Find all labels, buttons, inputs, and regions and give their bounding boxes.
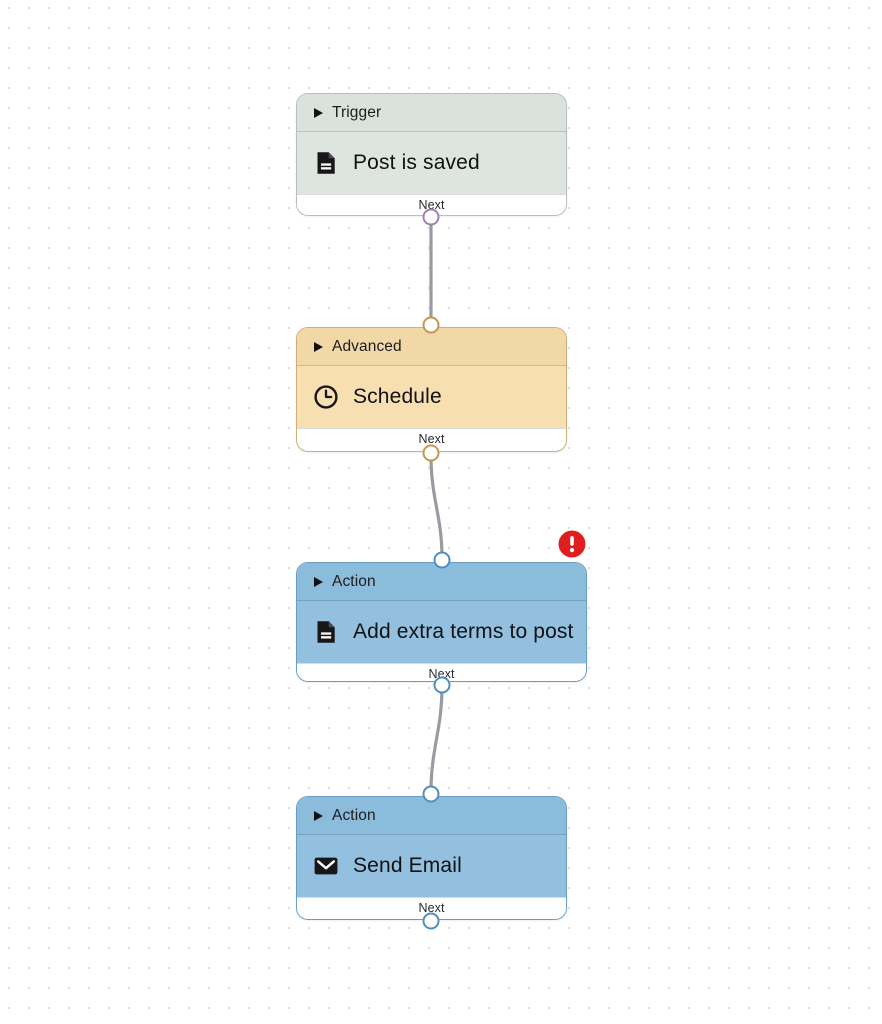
port-advanced-out[interactable]	[422, 444, 440, 462]
node-title: Send Email	[353, 854, 462, 877]
node-title: Add extra terms to post	[353, 620, 574, 643]
node-header-trigger-post-is-saved[interactable]: Trigger	[297, 94, 566, 132]
port-action-terms-out[interactable]	[433, 676, 451, 694]
node-footer-trigger-post-is-saved[interactable]: Next	[297, 194, 566, 215]
error-exclamation-icon	[558, 530, 586, 558]
node-type-label: Trigger	[332, 103, 382, 121]
envelope-icon	[314, 857, 338, 875]
node-header-action-send-email[interactable]: Action	[297, 797, 566, 835]
node-title: Post is saved	[353, 151, 480, 174]
node-type-label: Advanced	[332, 337, 402, 355]
node-next-label: Next	[428, 666, 455, 681]
node-next-label: Next	[418, 431, 445, 446]
clock-icon	[314, 385, 338, 409]
connector-action-to-send-email[interactable]	[429, 685, 444, 794]
node-type-label: Action	[332, 572, 376, 590]
node-footer-action-add-extra-terms[interactable]: Next	[297, 663, 586, 681]
port-send-email-in[interactable]	[422, 785, 440, 803]
disclosure-triangle-icon[interactable]	[314, 107, 323, 118]
node-header-advanced-schedule[interactable]: Advanced	[297, 328, 566, 366]
node-body-action-send-email[interactable]: Send Email	[297, 835, 566, 897]
port-send-email-out[interactable]	[422, 912, 440, 930]
node-title: Schedule	[353, 385, 442, 408]
port-trigger-out[interactable]	[422, 208, 440, 226]
node-body-trigger-post-is-saved[interactable]: Post is saved	[297, 132, 566, 194]
disclosure-triangle-icon[interactable]	[314, 576, 323, 587]
document-icon	[317, 621, 335, 643]
node-footer-advanced-schedule[interactable]: Next	[297, 428, 566, 450]
node-body-action-add-extra-terms[interactable]: Add extra terms to post	[297, 601, 586, 663]
node-header-action-add-extra-terms[interactable]: Action	[297, 563, 586, 601]
node-footer-action-send-email[interactable]: Next	[297, 897, 566, 919]
node-body-advanced-schedule[interactable]: Schedule	[297, 366, 566, 428]
node-next-label: Next	[418, 197, 445, 212]
port-advanced-in[interactable]	[422, 316, 440, 334]
node-next-label: Next	[418, 900, 445, 915]
document-icon	[317, 152, 335, 174]
port-action-terms-in[interactable]	[433, 551, 451, 569]
connector-advanced-to-action[interactable]	[429, 453, 444, 560]
disclosure-triangle-icon[interactable]	[314, 810, 323, 821]
error-badge[interactable]	[558, 530, 586, 558]
disclosure-triangle-icon[interactable]	[314, 341, 323, 352]
node-type-label: Action	[332, 806, 376, 824]
